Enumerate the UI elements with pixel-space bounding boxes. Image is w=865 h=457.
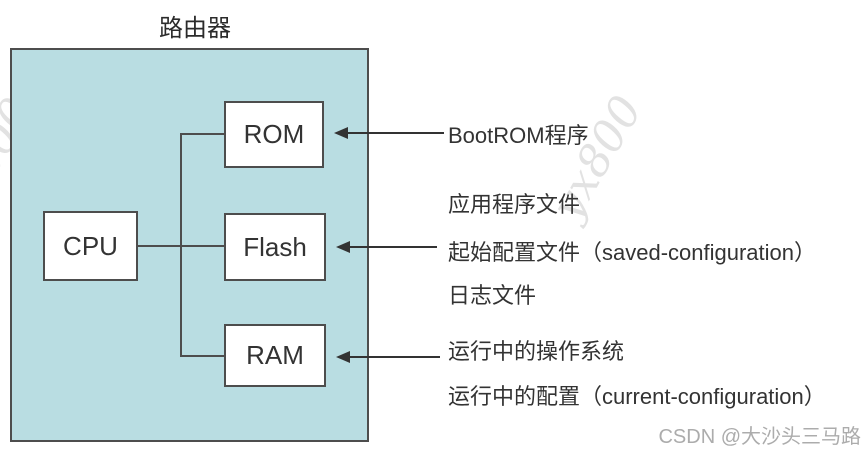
annotation-rom-line1: BootROM程序: [448, 123, 589, 148]
annotation-ram-line1: 运行中的操作系统: [448, 339, 625, 364]
annotation-flash-line2: 起始配置文件（saved-configuration）: [448, 240, 817, 265]
arrow-line: [348, 356, 440, 358]
cpu-box: CPU: [43, 211, 138, 281]
arrow-line: [346, 132, 444, 134]
arrow-head-icon: [336, 241, 350, 253]
rom-label: ROM: [243, 119, 305, 149]
arrow-head-icon: [334, 127, 348, 139]
rom-box: ROM: [224, 101, 324, 168]
cpu-label: CPU: [63, 230, 118, 261]
flash-box: Flash: [224, 213, 326, 281]
annotation-ram-line2: 运行中的配置（current-configuration）: [448, 384, 826, 409]
flash-label: Flash: [243, 231, 307, 262]
arrow-line: [348, 246, 437, 248]
credit-watermark: CSDN @大沙头三马路: [658, 426, 861, 448]
ram-label: RAM: [246, 340, 304, 370]
annotation-flash-line3: 日志文件: [448, 283, 537, 308]
arrow-head-icon: [336, 351, 350, 363]
ram-box: RAM: [224, 324, 326, 387]
line-cpu-to-flash: [138, 245, 225, 247]
annotation-flash-line1: 应用程序文件: [448, 192, 581, 217]
diagram-title: 路由器: [159, 15, 231, 42]
line-branch-rom: [181, 133, 225, 135]
line-branch-ram: [181, 355, 225, 357]
